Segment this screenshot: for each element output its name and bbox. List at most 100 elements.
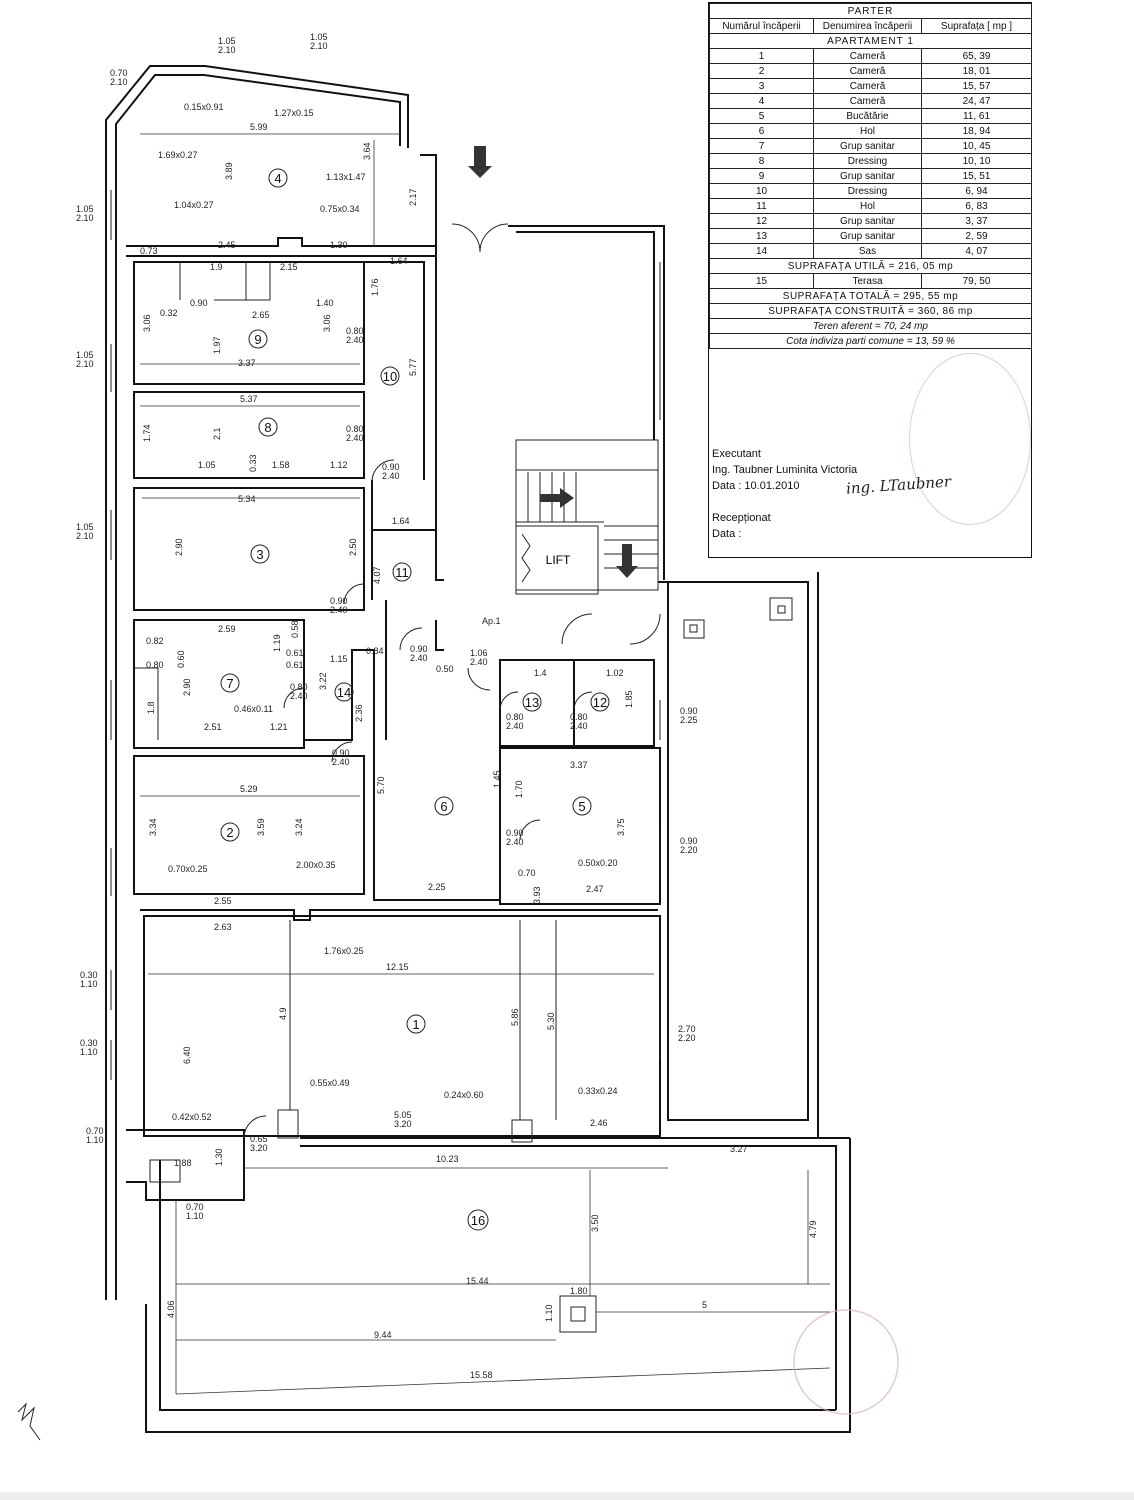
svg-text:3.24: 3.24 xyxy=(294,818,304,836)
arrow-right-icon xyxy=(540,488,574,508)
svg-text:3.75: 3.75 xyxy=(616,818,626,836)
svg-text:1.052.10: 1.052.10 xyxy=(76,204,94,223)
svg-text:4.9: 4.9 xyxy=(278,1007,288,1020)
room-labels: 4 9 10 8 3 11 7 14 13 12 6 5 2 1 16 xyxy=(220,168,610,1231)
svg-text:0.802.40: 0.802.40 xyxy=(346,424,364,443)
table-cell: 4 xyxy=(709,93,814,109)
svg-text:0.61: 0.61 xyxy=(286,660,304,670)
table-cell: 15, 57 xyxy=(921,78,1032,94)
svg-text:3.34: 3.34 xyxy=(148,818,158,836)
svg-text:5.053.20: 5.053.20 xyxy=(394,1110,412,1129)
table-cell: Bucătărie xyxy=(813,108,922,124)
svg-text:0.902.40: 0.902.40 xyxy=(382,462,400,481)
svg-text:0.55x0.49: 0.55x0.49 xyxy=(310,1078,350,1088)
svg-text:2.17: 2.17 xyxy=(408,188,418,206)
svg-text:1.70: 1.70 xyxy=(514,780,524,798)
land-area: Teren aferent = 70, 24 mp xyxy=(709,318,1032,334)
svg-text:0.46x0.11: 0.46x0.11 xyxy=(234,704,273,714)
room-schedule-table: PARTER Numărul încăperii Denumirea încăp… xyxy=(708,2,1032,558)
table-cell: 11 xyxy=(709,198,814,214)
svg-text:0.902.40: 0.902.40 xyxy=(330,596,348,615)
executant-block: Executant Ing. Taubner Luminita Victoria… xyxy=(712,446,857,494)
reception-block: Recepționat Data : xyxy=(712,510,771,542)
svg-text:2.702.20: 2.702.20 xyxy=(678,1024,696,1043)
executant-date: Data : 10.01.2010 xyxy=(712,480,800,492)
table-cell: 1 xyxy=(709,48,814,64)
table-cell: Cameră xyxy=(813,48,922,64)
svg-text:1.02: 1.02 xyxy=(606,668,624,678)
table-cell: Cameră xyxy=(813,78,922,94)
svg-text:2.55: 2.55 xyxy=(214,896,232,906)
svg-text:0.70: 0.70 xyxy=(518,868,536,878)
table-cell: 15 xyxy=(709,273,814,289)
svg-text:15.58: 15.58 xyxy=(470,1370,493,1380)
table-title: PARTER xyxy=(709,3,1032,19)
room-number: 11 xyxy=(395,565,409,580)
svg-text:1.30: 1.30 xyxy=(214,1148,224,1166)
svg-text:1.052.10: 1.052.10 xyxy=(76,350,94,369)
column-marker xyxy=(769,597,793,621)
svg-text:0.902.40: 0.902.40 xyxy=(506,828,524,847)
svg-text:1.052.10: 1.052.10 xyxy=(76,522,94,541)
table-cell: Grup sanitar xyxy=(813,168,922,184)
svg-text:1.21: 1.21 xyxy=(270,722,288,732)
column-marker xyxy=(683,619,705,639)
svg-text:1.05: 1.05 xyxy=(198,460,216,470)
room-number: 8 xyxy=(264,420,271,435)
table-cell: 5 xyxy=(709,108,814,124)
table-cell: Cameră xyxy=(813,63,922,79)
svg-text:1.15: 1.15 xyxy=(330,654,348,664)
svg-text:15.44: 15.44 xyxy=(466,1276,489,1286)
arrow-down-icon xyxy=(616,544,638,578)
room-number: 7 xyxy=(226,676,233,691)
stamp-mark xyxy=(793,1309,899,1415)
table-cell: 2 xyxy=(709,63,814,79)
table-cell: Sas xyxy=(813,243,922,259)
svg-text:3.37: 3.37 xyxy=(238,358,256,368)
svg-text:1.85: 1.85 xyxy=(624,690,634,708)
reception-date: Data : xyxy=(712,528,742,540)
table-cell: 6 xyxy=(709,123,814,139)
table-cell: 10, 10 xyxy=(921,153,1032,169)
total-area: SUPRAFAȚA TOTALĂ = 295, 55 mp xyxy=(709,288,1032,304)
vertical-dimension-texts: 3.89 3.64 2.17 3.06 3.06 1.97 1.76 5.77 … xyxy=(142,142,818,1322)
svg-text:5.99: 5.99 xyxy=(250,122,268,132)
svg-text:0.701.10: 0.701.10 xyxy=(86,1126,104,1145)
svg-text:1.58: 1.58 xyxy=(272,460,290,470)
svg-text:0.80: 0.80 xyxy=(146,660,164,670)
table-cell: Cameră xyxy=(813,93,922,109)
svg-text:5.29: 5.29 xyxy=(240,784,258,794)
table-cell: Grup sanitar xyxy=(813,138,922,154)
svg-text:1.8: 1.8 xyxy=(146,701,156,714)
svg-text:1.052.10: 1.052.10 xyxy=(218,36,236,55)
room-number: 13 xyxy=(525,695,539,710)
svg-text:2.15: 2.15 xyxy=(280,262,298,272)
svg-text:0.802.40: 0.802.40 xyxy=(506,712,524,731)
share-quota: Cota indiviza parti comune = 13, 59 % xyxy=(709,333,1032,349)
svg-text:2.63: 2.63 xyxy=(214,922,232,932)
svg-text:0.61: 0.61 xyxy=(286,648,304,658)
table-cell: 6, 83 xyxy=(921,198,1032,214)
table-cell: 2, 59 xyxy=(921,228,1032,244)
svg-text:0.75x0.34: 0.75x0.34 xyxy=(320,204,360,214)
svg-text:1.27x0.15: 1.27x0.15 xyxy=(274,108,314,118)
room-number: 14 xyxy=(337,685,351,700)
table-cell: Hol xyxy=(813,198,922,214)
svg-text:2.1: 2.1 xyxy=(212,427,222,440)
table-cell: 9 xyxy=(709,168,814,184)
svg-text:0.32: 0.32 xyxy=(160,308,178,318)
margin-mark xyxy=(17,1402,41,1441)
svg-text:5.86: 5.86 xyxy=(510,1008,520,1026)
svg-text:2.25: 2.25 xyxy=(428,882,446,892)
staircase xyxy=(521,472,658,583)
room-number: 2 xyxy=(226,825,233,840)
table-cell: 24, 47 xyxy=(921,93,1032,109)
svg-text:12.15: 12.15 xyxy=(386,962,409,972)
entrance-arrows xyxy=(468,146,638,578)
